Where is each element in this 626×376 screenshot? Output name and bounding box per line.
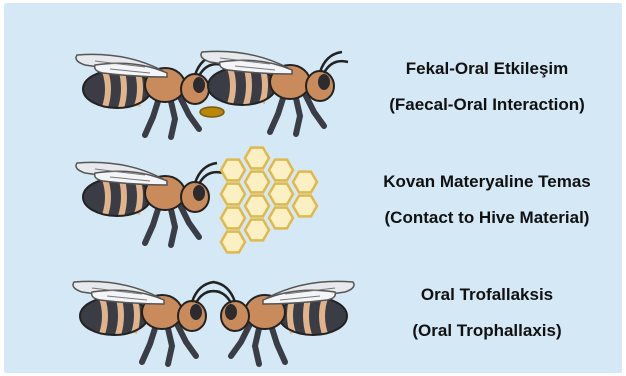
faeces-icon bbox=[200, 107, 224, 117]
row-title: Kovan Materyaline Temas bbox=[352, 172, 622, 192]
row-subtitle: (Faecal-Oral Interaction) bbox=[352, 95, 622, 115]
bee-icon bbox=[73, 281, 220, 364]
bee-icon bbox=[76, 162, 223, 245]
row-title: Oral Trofallaksis bbox=[352, 285, 622, 305]
honeycomb-icon bbox=[221, 148, 317, 253]
row-title: Fekal-Oral Etkileşim bbox=[352, 59, 622, 79]
row-subtitle: (Oral Trophallaxis) bbox=[352, 321, 622, 341]
bee-icon bbox=[76, 54, 223, 137]
row-subtitle: (Contact to Hive Material) bbox=[352, 208, 622, 228]
bee-icon bbox=[201, 51, 348, 134]
bee-icon bbox=[207, 281, 354, 364]
